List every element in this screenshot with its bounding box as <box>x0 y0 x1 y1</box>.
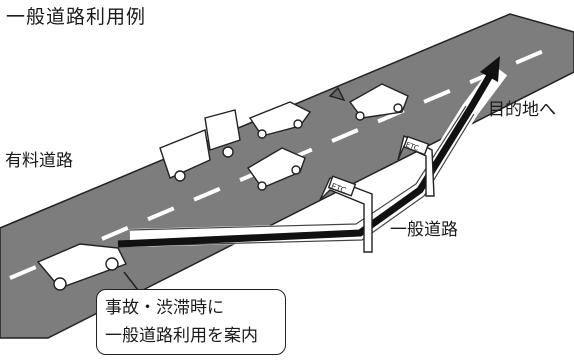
truck <box>159 109 241 182</box>
car-top <box>248 101 312 139</box>
car-middle <box>246 147 306 191</box>
general-road-label: 一般道路 <box>390 220 458 240</box>
car-bottom-left <box>36 243 127 291</box>
callout-line-2: 一般道路利用を案内 <box>105 326 258 346</box>
destination-label: 目的地へ <box>488 100 556 120</box>
toll-road-label: 有料道路 <box>5 151 73 171</box>
page-title: 一般道路利用例 <box>6 6 147 28</box>
callout-box: 事故・渋滞時に 一般道路利用を案内 <box>96 289 286 355</box>
etc-gate-1: ETC <box>319 175 373 253</box>
route-arrow <box>117 70 496 248</box>
accident-car <box>328 83 409 121</box>
callout-pointer <box>123 271 139 291</box>
callout-line-1: 事故・渋滞時に <box>105 298 224 318</box>
route-arrowhead <box>480 56 500 82</box>
